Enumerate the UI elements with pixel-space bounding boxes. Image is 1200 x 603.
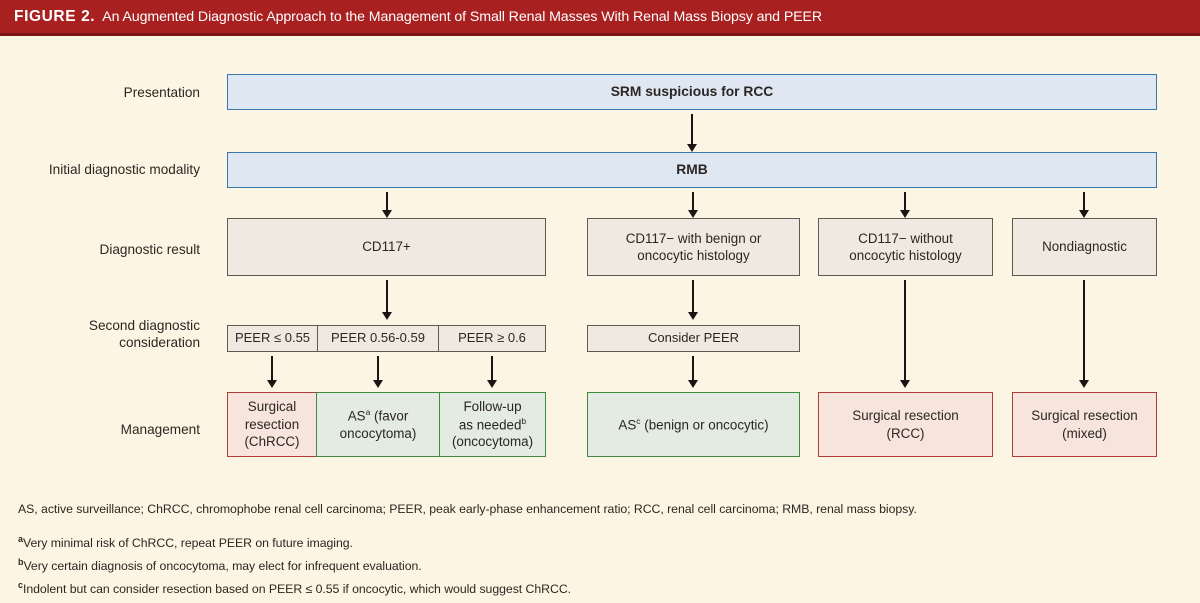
node-cd117-positive-label: CD117+: [362, 239, 411, 255]
node-management-as-favor-oncocytoma[interactable]: ASa (favor oncocytoma): [316, 392, 440, 457]
node-nondiagnostic-label: Nondiagnostic: [1042, 239, 1127, 255]
cd117-neg-without-line-1: CD117− without: [858, 230, 953, 246]
mgmt-followup-asneeded: as needed: [458, 417, 522, 433]
cd117-neg-benign-line-1: CD117− with benign or: [625, 230, 762, 246]
footnote-b: bVery certain diagnosis of oncocytoma, m…: [18, 557, 1178, 573]
mgmt-as-benign-superscript: c: [636, 415, 641, 426]
mgmt-rcc-line-2: (RCC): [886, 425, 925, 441]
node-management-surgical-mixed[interactable]: Surgical resection (mixed): [1012, 392, 1157, 457]
mgmt-as-benign-line-1: ASc (benign or oncocytic): [618, 416, 768, 434]
node-peer-056-059[interactable]: PEER 0.56-0.59: [317, 325, 439, 352]
footnotes-block: AS, active surveillance; ChRCC, chromoph…: [18, 502, 1178, 603]
node-presentation[interactable]: SRM suspicious for RCC: [227, 74, 1157, 110]
mgmt-as-favor-superscript: a: [365, 406, 371, 417]
footnote-b-text: Very certain diagnosis of oncocytoma, ma…: [23, 559, 422, 574]
footnote-c: cIndolent but can consider resection bas…: [18, 580, 1178, 596]
mgmt-chrcc-line-1: Surgical: [247, 399, 297, 415]
arrow-presentation-to-rmb: [684, 114, 700, 152]
node-management-surgical-rcc[interactable]: Surgical resection (RCC): [818, 392, 993, 457]
arrow-rmb-to-cd117-neg-without: [897, 192, 913, 218]
row-label-initial-modality: Initial diagnostic modality: [48, 162, 200, 177]
figure-number-label: FIGURE 2.: [14, 7, 96, 25]
node-management-as-benign-oncocytic[interactable]: ASc (benign or oncocytic): [587, 392, 800, 457]
mgmt-followup-line-3: (oncocytoma): [451, 434, 534, 450]
node-diagnostic-cd117-positive[interactable]: CD117+: [227, 218, 546, 276]
arrow-rmb-to-cd117-neg-benign: [685, 192, 701, 218]
flowchart-canvas: Presentation Initial diagnostic modality…: [0, 36, 1200, 599]
footnote-c-marker: c: [18, 580, 23, 591]
mgmt-followup-line-1: Follow-up: [463, 399, 522, 415]
footnote-c-text: Indolent but can consider resection base…: [22, 582, 572, 597]
node-diagnostic-cd117-negative-benign[interactable]: CD117− with benign or oncocytic histolog…: [587, 218, 800, 276]
figure-title: An Augmented Diagnostic Approach to the …: [102, 8, 823, 25]
second-consideration-line-1: Second diagnostic: [88, 318, 200, 333]
node-diagnostic-cd117-negative-without[interactable]: CD117− without oncocytic histology: [818, 218, 993, 276]
mgmt-chrcc-line-3: (ChRCC): [244, 434, 300, 450]
arrow-nondiagnostic-to-management: [1076, 280, 1092, 388]
mgmt-rcc-line-1: Surgical resection: [852, 408, 959, 424]
arrow-peer-lte-055-to-management: [264, 356, 280, 388]
footnote-a-text: Very minimal risk of ChRCC, repeat PEER …: [22, 536, 353, 551]
mgmt-as-benign-rest: (benign or oncocytic): [640, 417, 769, 433]
node-peer-gte-06[interactable]: PEER ≥ 0.6: [438, 325, 546, 352]
mgmt-mixed-line-2: (mixed): [1062, 425, 1107, 441]
node-peer-lte-055[interactable]: PEER ≤ 0.55: [227, 325, 318, 352]
arrow-rmb-to-nondiagnostic: [1076, 192, 1092, 218]
node-diagnostic-nondiagnostic[interactable]: Nondiagnostic: [1012, 218, 1157, 276]
footnote-a: aVery minimal risk of ChRCC, repeat PEER…: [18, 534, 1178, 550]
node-presentation-label: SRM suspicious for RCC: [610, 84, 774, 100]
row-label-second-consideration: Second diagnostic consideration: [20, 317, 200, 352]
footnote-b-marker: b: [18, 557, 24, 568]
arrow-cd117-neg-without-to-management: [897, 280, 913, 388]
node-rmb[interactable]: RMB: [227, 152, 1157, 188]
arrow-rmb-to-cd117-positive: [379, 192, 395, 218]
node-management-followup-oncocytoma[interactable]: Follow-up as neededb (oncocytoma): [439, 392, 546, 457]
peer-gte-06-label: PEER ≥ 0.6: [458, 330, 526, 346]
arrow-peer-gte-06-to-management: [484, 356, 500, 388]
node-management-surgical-chrcc[interactable]: Surgical resection (ChRCC): [227, 392, 317, 457]
mgmt-as-favor-line-1: ASa (favor: [340, 407, 417, 425]
peer-056-059-label: PEER 0.56-0.59: [331, 330, 425, 346]
mgmt-mixed-line-1: Surgical resection: [1031, 408, 1138, 424]
cd117-neg-without-line-2: oncocytic histology: [849, 248, 962, 263]
mgmt-followup-line-2: as neededb: [452, 416, 533, 434]
row-label-diagnostic-result: Diagnostic result: [99, 242, 201, 257]
mgmt-as-favor-line-2: oncocytoma): [339, 425, 417, 441]
footnote-a-marker: a: [18, 534, 23, 544]
row-label-management: Management: [120, 422, 200, 437]
second-consideration-line-2: consideration: [119, 335, 200, 351]
mgmt-chrcc-line-2: resection: [244, 416, 300, 432]
banner-underline: [0, 33, 1200, 36]
consider-peer-label: Consider PEER: [647, 330, 740, 346]
footnote-abbreviations: AS, active surveillance; ChRCC, chromoph…: [18, 502, 917, 516]
arrow-peer-056-059-to-management: [370, 356, 386, 388]
mgmt-followup-superscript: b: [521, 415, 527, 426]
arrow-cd117-neg-benign-to-consider-peer: [685, 280, 701, 320]
node-consider-peer[interactable]: Consider PEER: [587, 325, 800, 352]
figure-banner: FIGURE 2. An Augmented Diagnostic Approa…: [0, 0, 1200, 33]
node-rmb-label: RMB: [676, 162, 708, 178]
cd117-neg-benign-line-2: oncocytic histology: [637, 248, 750, 263]
peer-lte-055-label: PEER ≤ 0.55: [234, 330, 311, 346]
row-label-presentation: Presentation: [123, 85, 200, 100]
mgmt-as-favor-as: AS: [347, 408, 366, 424]
mgmt-as-favor-rest: (favor: [370, 408, 409, 424]
arrow-cd117-positive-to-peer: [379, 280, 395, 320]
mgmt-as-benign-as: AS: [618, 417, 637, 433]
arrow-consider-peer-to-management: [685, 356, 701, 388]
